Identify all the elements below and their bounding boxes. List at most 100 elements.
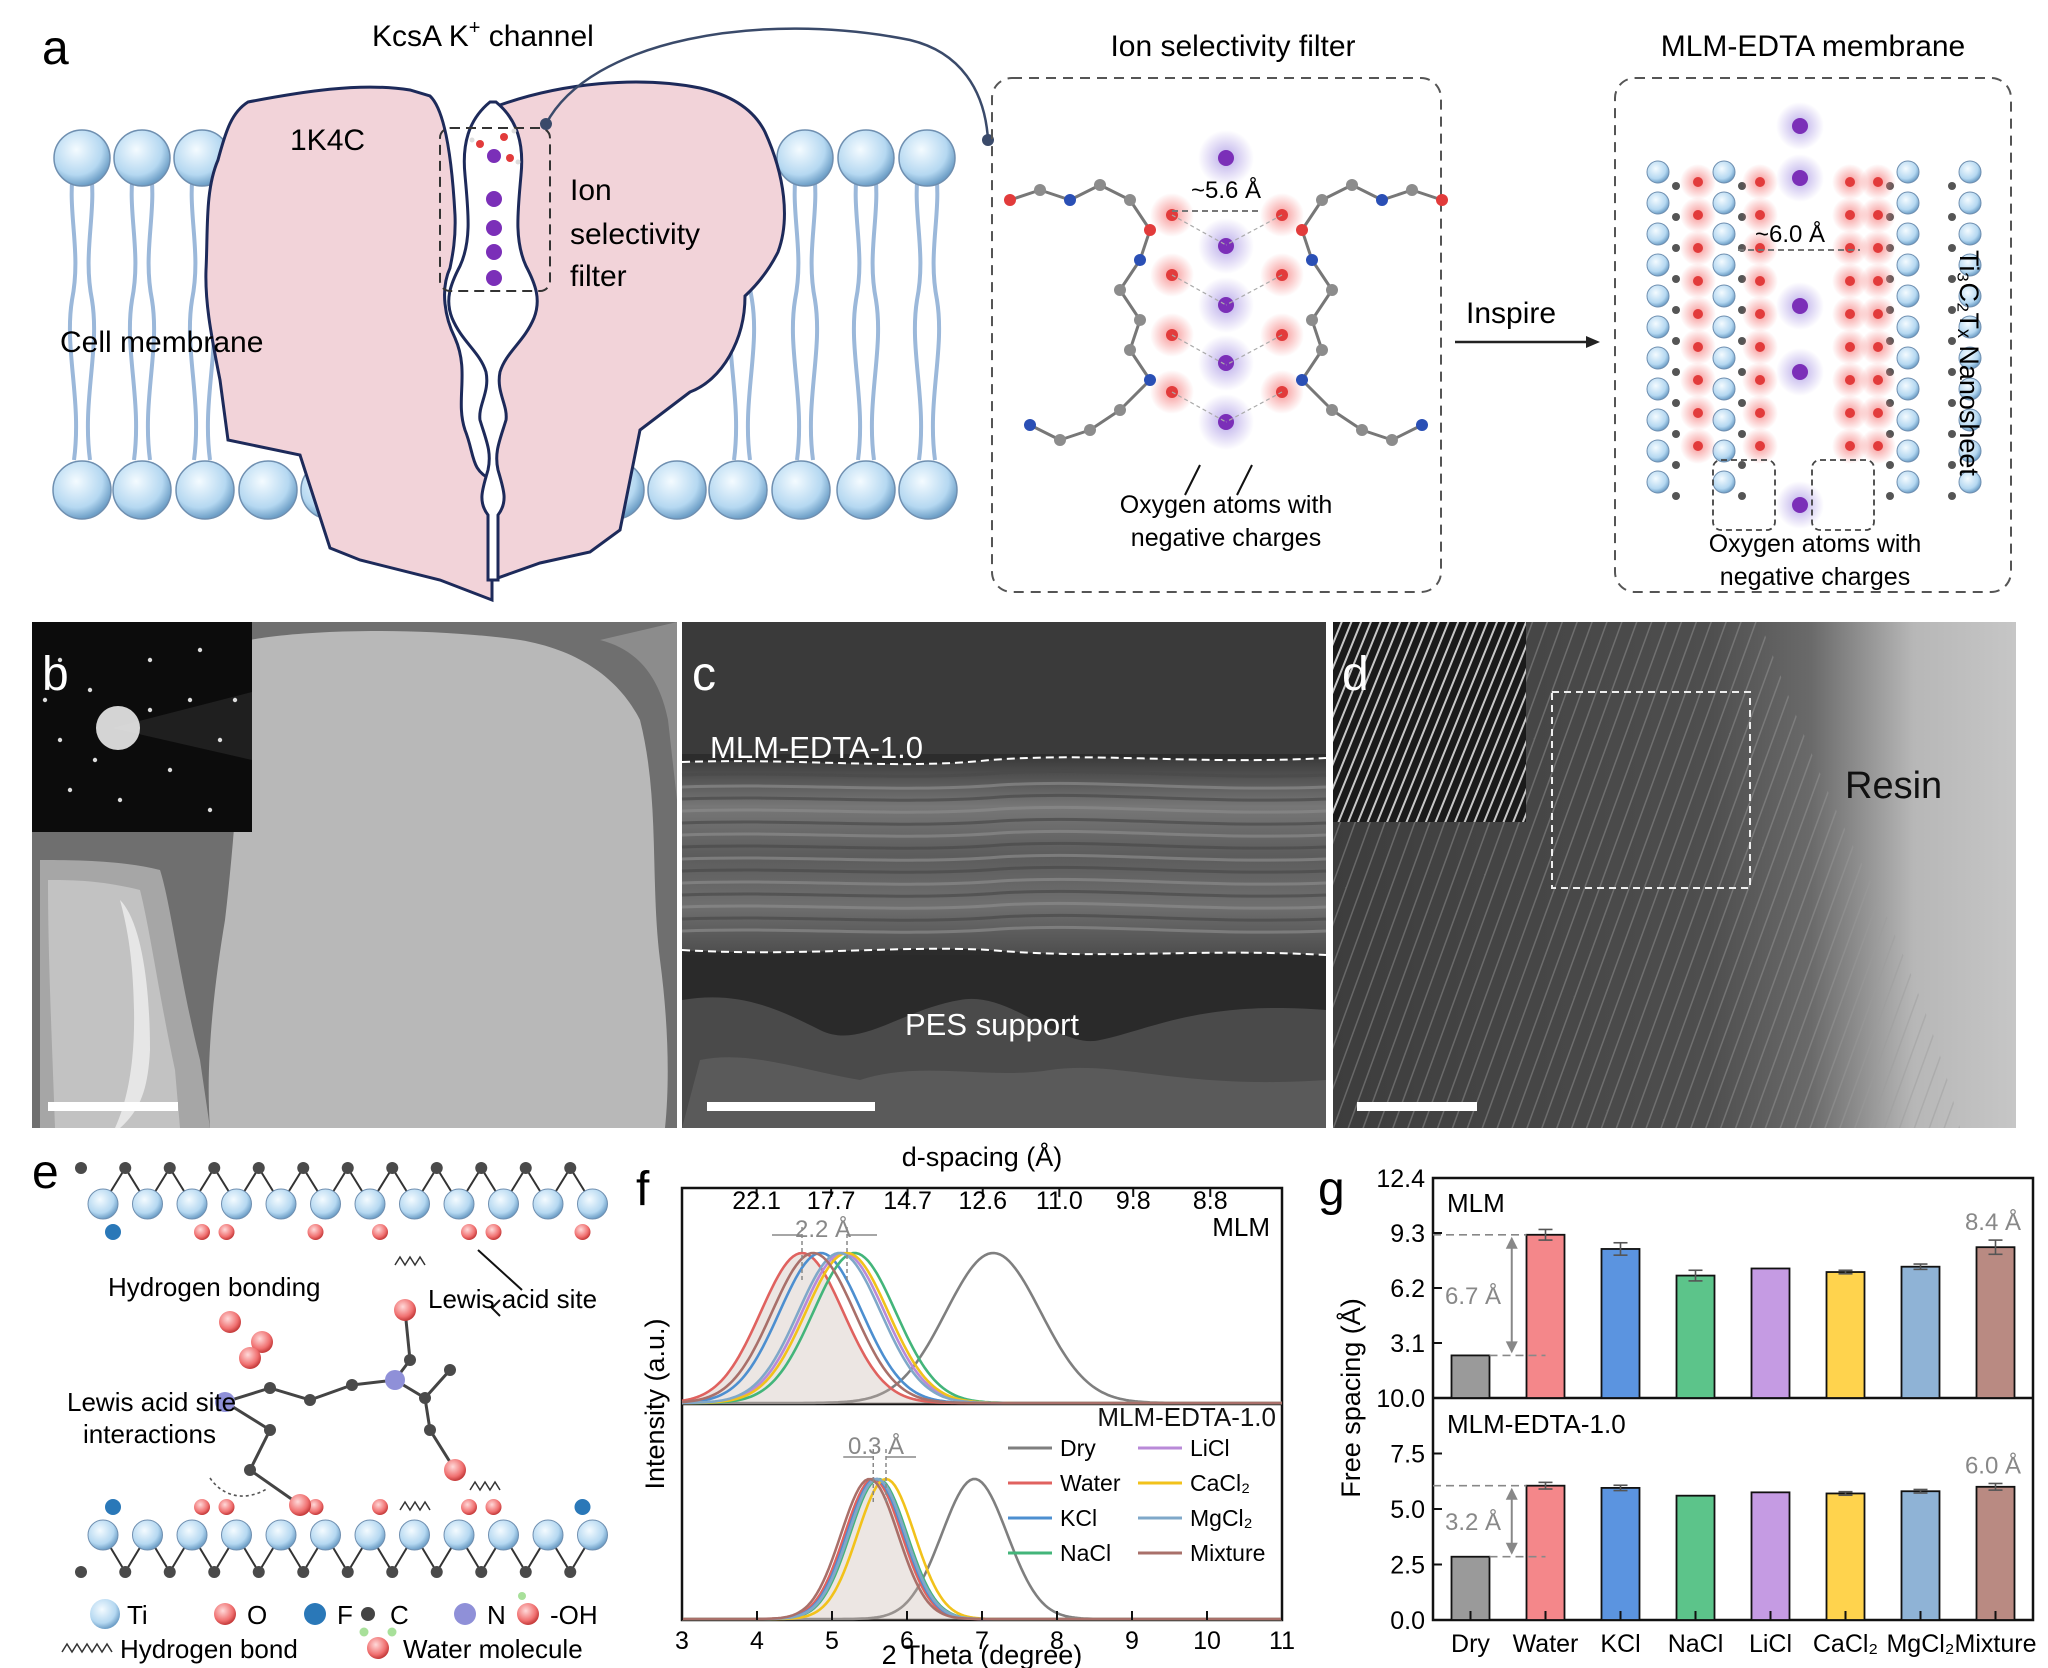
membrane-layer <box>681 829 1327 838</box>
ti-atom <box>1896 408 1920 432</box>
legend-swatch <box>361 1607 375 1621</box>
diffraction-spot <box>117 797 123 803</box>
atom <box>1114 404 1126 416</box>
ti-atom <box>1646 191 1670 215</box>
c-atom <box>1738 461 1746 469</box>
legend-label: NaCl <box>1060 1540 1111 1566</box>
oxygen-atom <box>1755 276 1765 286</box>
ti-atom <box>1896 284 1920 308</box>
nanosheet-label: Ti₃C₂Tₓ Nanosheet <box>1954 250 1984 476</box>
o-atom <box>485 1499 502 1515</box>
n-atom <box>215 1392 235 1412</box>
atom <box>1064 194 1076 206</box>
ti-atom <box>1646 377 1670 401</box>
gap-arrow-head <box>1505 1341 1518 1354</box>
ti-atom <box>399 1188 430 1220</box>
lipid-head <box>708 460 768 520</box>
membrane-layer <box>681 841 1327 850</box>
bond <box>1118 289 1142 321</box>
f-sub-bottom: MLM-EDTA-1.0 <box>1097 1402 1276 1432</box>
mlm-title: MLM-EDTA membrane <box>1661 30 1966 63</box>
bar-water <box>1525 1484 1566 1621</box>
c-atom <box>475 1566 488 1578</box>
category-label: KCl <box>1600 1630 1640 1658</box>
atom <box>1134 314 1146 326</box>
membrane-layer <box>681 913 1327 922</box>
membrane-layer <box>681 793 1327 802</box>
c-atom <box>1672 306 1680 314</box>
pointer-arrow <box>1184 464 1201 496</box>
ti-atom <box>1646 470 1670 494</box>
c-atom <box>564 1162 577 1174</box>
atom <box>1134 254 1146 266</box>
diffraction-spot <box>147 707 153 713</box>
oxygen-atom <box>1755 375 1765 385</box>
o-atom <box>372 1499 388 1515</box>
k-ion <box>1218 238 1234 254</box>
atom <box>1306 254 1318 266</box>
ti-atom <box>176 1188 208 1220</box>
oxygen-atom <box>1693 408 1703 418</box>
atom <box>1124 194 1136 206</box>
k-ions-channel <box>469 128 521 286</box>
panel-c-label: c <box>692 648 716 701</box>
oxygen-atom <box>1845 441 1855 451</box>
oxygen-atom <box>1873 342 1883 352</box>
o-atom <box>251 1331 273 1353</box>
c-atom <box>252 1566 265 1578</box>
bond <box>1089 408 1121 432</box>
atom <box>1004 194 1016 206</box>
diffraction-spot <box>57 657 63 663</box>
bar-water <box>1525 1233 1566 1399</box>
c-atom <box>264 1424 276 1436</box>
o-atom <box>372 1224 388 1240</box>
bar-dry <box>1450 1555 1491 1621</box>
c-atom <box>1886 461 1894 469</box>
bar-mgcl₂ <box>1900 1490 1941 1621</box>
oxygen-atom <box>1693 441 1703 451</box>
c-atom <box>1948 213 1956 221</box>
o-atom <box>574 1224 591 1240</box>
ti-atom <box>176 1519 208 1551</box>
cell-membrane-label: Cell membrane <box>60 326 263 359</box>
y-tick-label: 12.4 <box>1376 1165 1425 1193</box>
lipid-head <box>647 460 707 520</box>
panel-b-tem-image: b <box>32 622 677 1128</box>
o-atom <box>194 1224 210 1240</box>
ti-atom <box>1712 470 1736 494</box>
ti-atom <box>488 1519 519 1551</box>
oxygen-atom <box>1693 342 1703 352</box>
ti-atom <box>1958 160 1982 184</box>
c-atom <box>424 1424 436 1436</box>
legend-label: Mixture <box>1190 1540 1265 1566</box>
f-ylabel: Intensity (a.u.) <box>640 1318 670 1489</box>
oxygen-atom <box>1755 177 1765 187</box>
scale-bar-b <box>48 1102 178 1111</box>
lipid-tail <box>127 164 157 461</box>
atom <box>1406 184 1418 196</box>
c-atom <box>386 1566 399 1578</box>
legend-swatch <box>304 1603 326 1625</box>
legend-label: KCl <box>1060 1505 1097 1531</box>
legend-swatch <box>517 1603 539 1625</box>
ti-atom <box>87 1519 119 1551</box>
diffraction-spot <box>87 687 93 693</box>
ti-atom <box>1896 470 1920 494</box>
ti-atom <box>310 1519 341 1551</box>
c-atom <box>75 1566 87 1578</box>
panel-g-label: g <box>1318 1163 1345 1216</box>
c-atom <box>1948 368 1956 376</box>
ti-atom <box>399 1519 430 1551</box>
oxygen-atom <box>1845 177 1855 187</box>
c-atom <box>1948 244 1956 252</box>
ti-atom <box>1958 284 1982 308</box>
coordination-line <box>1171 274 1227 306</box>
oxygen-atom <box>1873 276 1883 286</box>
bar-kcl <box>1600 1248 1641 1399</box>
category-label: NaCl <box>1668 1630 1724 1658</box>
max-label: 8.4 Å <box>1965 1208 2021 1236</box>
x-tick-label: 9 <box>1125 1627 1139 1655</box>
ti-atom <box>1712 439 1736 463</box>
